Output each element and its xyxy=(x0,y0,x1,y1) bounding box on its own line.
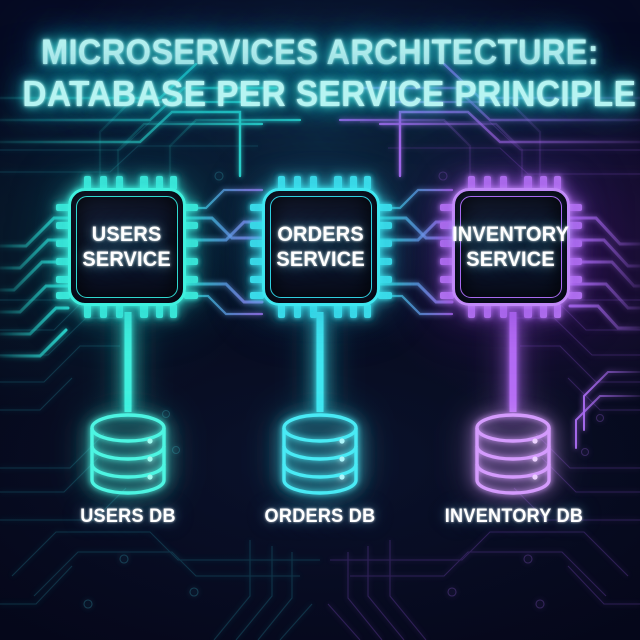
service-chip-users-label: USERS SERVICE xyxy=(83,222,172,272)
service-label-line-1: USERS xyxy=(92,223,162,246)
chip-inner-die xyxy=(270,196,372,298)
service-chip-orders[interactable]: ORDERS SERVICE xyxy=(262,188,380,306)
chip-inner-die xyxy=(460,196,562,298)
chip-inner-die xyxy=(76,196,178,298)
page-title: MICROSERVICES ARCHITECTURE: DATABASE PER… xyxy=(0,32,640,114)
db-label-orders: ORDERS DB xyxy=(264,506,376,527)
service-chip-inventory[interactable]: INVENTORY SERVICE xyxy=(452,188,570,306)
service-label-line-2: SERVICE xyxy=(466,248,556,271)
service-chip-users[interactable]: USERS SERVICE xyxy=(68,188,186,306)
title-line-2: DATABASE PER SERVICE PRINCIPLE xyxy=(22,73,637,114)
service-label-line-1: INVENTORY xyxy=(452,223,570,246)
title-line-1: MICROSERVICES ARCHITECTURE: xyxy=(40,33,599,72)
db-label-inventory: INVENTORY DB xyxy=(444,506,584,527)
db-label-users: USERS DB xyxy=(80,506,176,527)
service-chip-orders-label: ORDERS SERVICE xyxy=(277,222,366,272)
service-chip-inventory-label: INVENTORY SERVICE xyxy=(453,222,570,272)
service-label-line-1: ORDERS xyxy=(277,223,365,246)
service-label-line-2: SERVICE xyxy=(276,248,366,271)
service-label-line-2: SERVICE xyxy=(82,248,172,271)
